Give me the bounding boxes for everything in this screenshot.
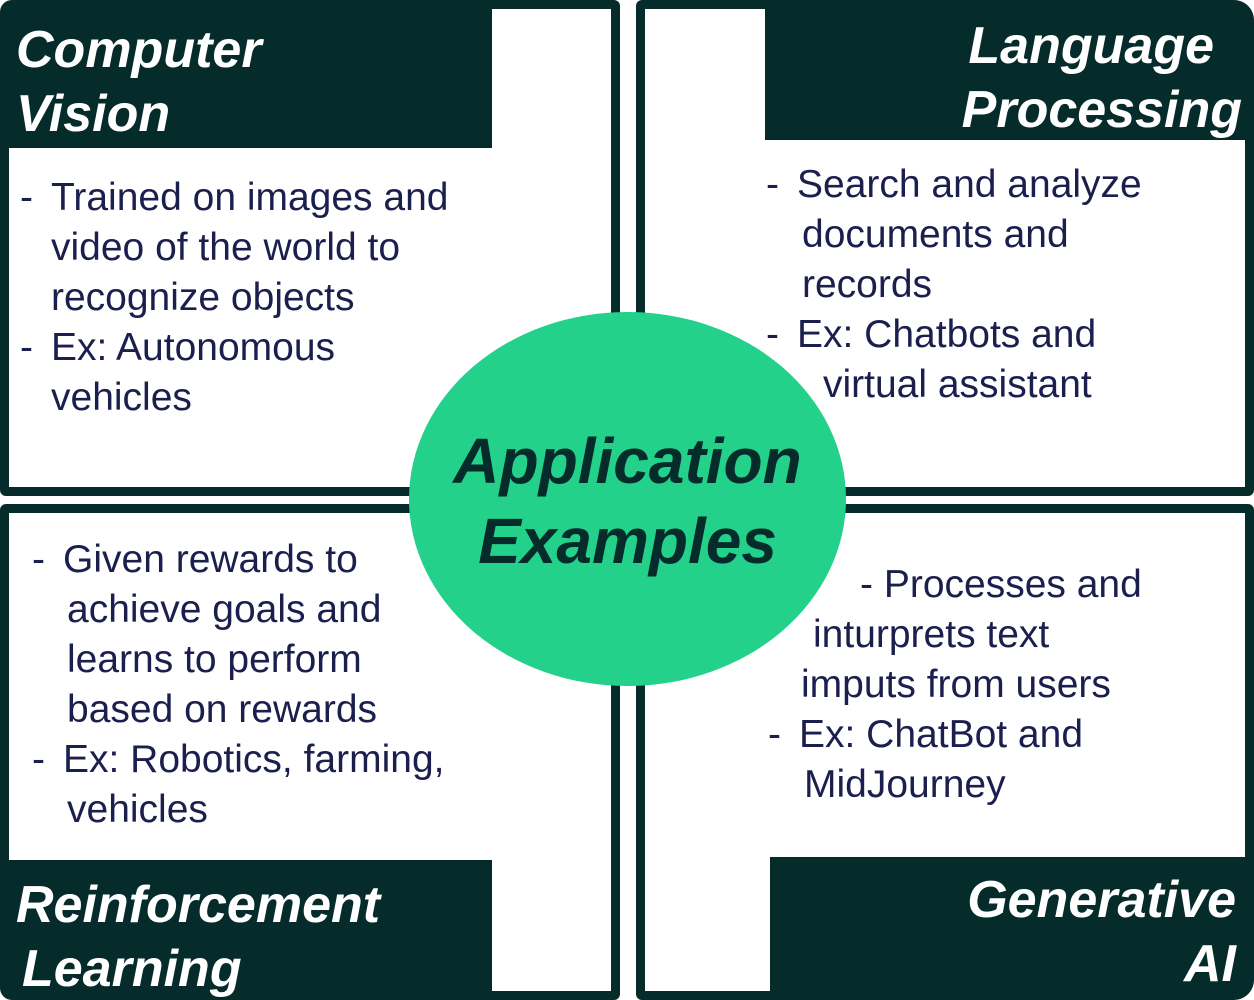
bullet-line: Trained on images and (51, 176, 449, 219)
bullet-line: MidJourney (804, 763, 1006, 806)
bullet-line: records (802, 263, 933, 306)
title-line: AI (1184, 935, 1236, 993)
bullet-line: video of the world to (51, 226, 401, 269)
title-line: Generative (967, 871, 1236, 929)
title-line: Reinforcement (16, 876, 381, 934)
bullet-line: Ex: Autonomous (51, 326, 336, 369)
bullet-line: Search and analyze (797, 163, 1142, 206)
title-line: Vision (16, 85, 171, 143)
bullet-line: documents and (802, 213, 1069, 256)
bullet-line: Ex: ChatBot and (799, 713, 1084, 756)
bullet-line: - Processes and (860, 563, 1142, 606)
generative-ai-header (770, 857, 1254, 1000)
bullet-item: Ex: ChatBot and MidJourney (768, 710, 1142, 810)
bullet-item: Trained on images and video of the world… (20, 173, 448, 323)
bullet-line: Ex: Chatbots and (797, 313, 1097, 356)
language-processing-title: Language Processing (962, 14, 1242, 142)
center-ellipse (409, 312, 846, 686)
reinforcement-learning-bullets: Given rewards to achieve goals and learn… (32, 535, 444, 835)
bullet-line: inturprets text (813, 613, 1050, 656)
bullet-line: learns to perform (67, 638, 362, 681)
bullet-item: Ex: Autonomous vehicles (20, 323, 448, 423)
reinforcement-learning-header (0, 860, 492, 1000)
computer-vision-bullets: Trained on images and video of the world… (20, 173, 448, 423)
bullet-line: Given rewards to (63, 538, 358, 581)
bullet-line: recognize objects (51, 276, 355, 319)
generative-ai-bullets: - Processes and inturprets text imputs f… (768, 560, 1142, 810)
title-line: Computer (16, 21, 262, 79)
title-line: Language (968, 17, 1214, 75)
bullet-text: Processes and (883, 563, 1142, 606)
bullet-line: imputs from users (801, 663, 1111, 706)
title-line: Learning (22, 940, 242, 998)
bullet-line: vehicles (67, 788, 208, 831)
bullet-line: based on rewards (67, 688, 378, 731)
generative-ai-title: Generative AI (967, 868, 1236, 996)
bullet-item: Ex: Robotics, farming, vehicles (32, 735, 444, 835)
bullet-line: Ex: Robotics, farming, (63, 738, 445, 781)
computer-vision-header (0, 0, 492, 148)
language-processing-header (765, 0, 1254, 140)
reinforcement-learning-title: Reinforcement Learning (16, 873, 380, 1000)
bullet-line: vehicles (51, 376, 192, 419)
bullet-line: virtual assistant (823, 363, 1092, 406)
title-line: Processing (961, 81, 1242, 139)
center-title: Application Examples (409, 312, 846, 686)
bullet-item: - Processes and inturprets text imputs f… (768, 560, 1142, 710)
bullet-item: Given rewards to achieve goals and learn… (32, 535, 444, 735)
bullet-line: achieve goals and (67, 588, 382, 631)
center-title-line: Application (453, 425, 802, 497)
computer-vision-title: Computer Vision (16, 18, 262, 146)
bullet-item: Search and analyze documents and records (766, 160, 1142, 310)
center-title-line: Examples (478, 505, 777, 577)
bullet-item: Ex: Chatbots and virtual assistant (766, 310, 1142, 410)
language-processing-bullets: Search and analyze documents and records… (766, 160, 1142, 410)
